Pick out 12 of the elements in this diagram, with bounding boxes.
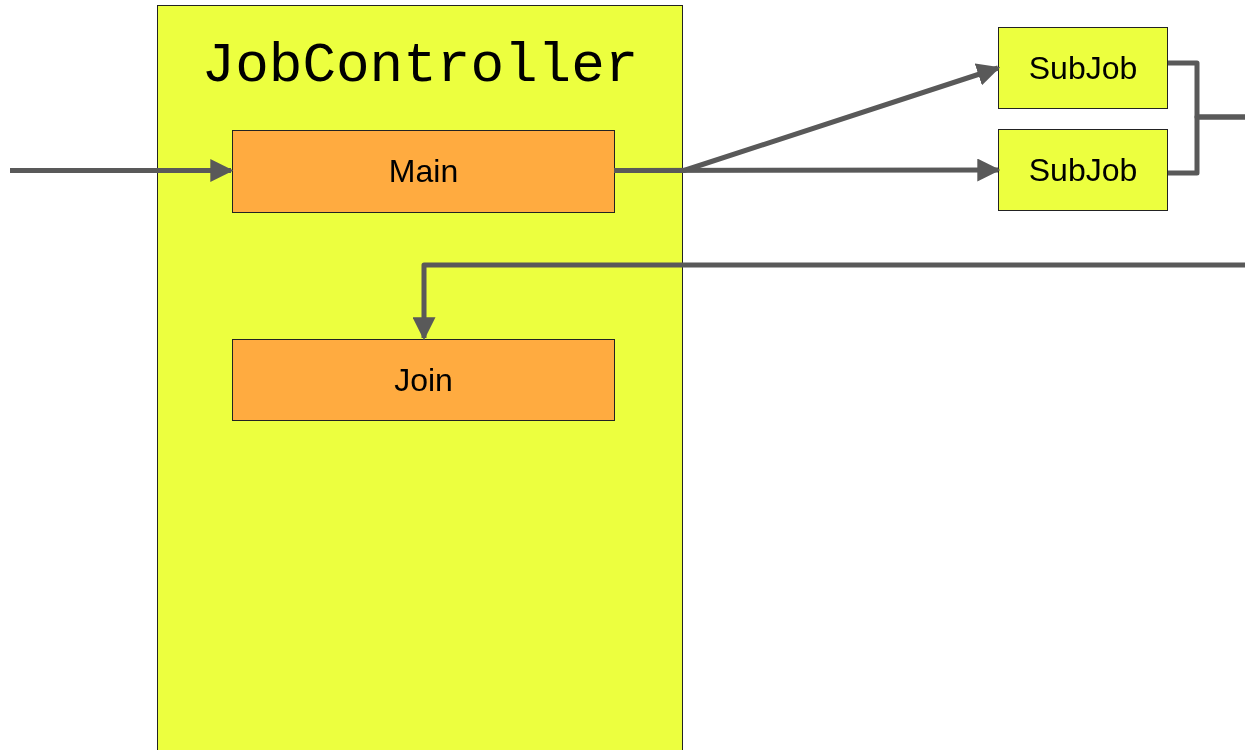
node-label: Main xyxy=(388,153,459,190)
node-label: Join xyxy=(394,361,453,399)
arrow xyxy=(10,159,234,182)
process-box xyxy=(998,27,1168,109)
process-box xyxy=(232,130,615,213)
node-label: SubJob xyxy=(1028,151,1138,189)
arrow xyxy=(412,262,1245,341)
node-label: SubJob xyxy=(1028,49,1138,87)
container-box xyxy=(157,5,683,750)
heading: JobController xyxy=(200,34,640,98)
process-box xyxy=(232,339,615,421)
process-box xyxy=(998,129,1168,211)
